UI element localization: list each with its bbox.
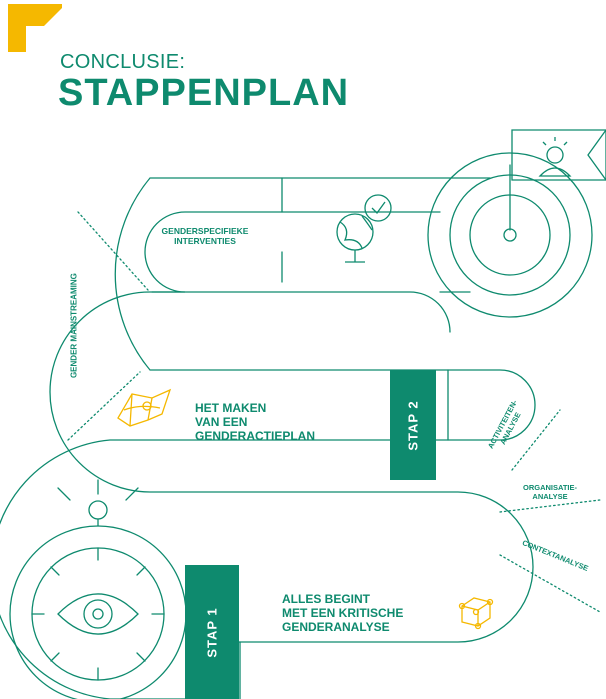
page-title: STAPPENPLAN	[58, 72, 350, 114]
step-2-label: STAP 2	[405, 399, 421, 451]
label-organisatie-analyse: ORGANISATIE- ANALYSE	[522, 483, 578, 501]
step-2-box: STAP 2	[390, 370, 436, 480]
step-1-text: ALLES BEGINT MET EEN KRITISCHE GENDERANA…	[282, 592, 404, 634]
road-outer-edge	[0, 177, 536, 699]
corner-mark-icon	[8, 4, 62, 52]
goal-circle-outer	[427, 152, 593, 318]
road-inner-edge-2	[151, 291, 451, 333]
step-2-text: HET MAKEN VAN EEN GENDERACTIEPLAN	[195, 401, 316, 443]
goal-pin	[503, 228, 517, 242]
label-gender-mainstreaming: GENDER MAINSTREAMING	[69, 273, 79, 379]
step-1-label: STAP 1	[204, 606, 220, 658]
page-kicker: CONCLUSIE:	[60, 51, 186, 73]
eye-compass-icon	[57, 593, 139, 635]
goal-flag	[511, 129, 606, 181]
label-genderspecifieke-interventies: GENDERSPECIFIEKE INTERVENTIES	[161, 226, 249, 246]
person-flag-icon	[538, 137, 572, 177]
cube-network-icon	[458, 597, 494, 630]
map-icon	[117, 388, 172, 427]
globe-check-icon	[336, 194, 392, 263]
step-1-box: STAP 1	[185, 565, 239, 699]
